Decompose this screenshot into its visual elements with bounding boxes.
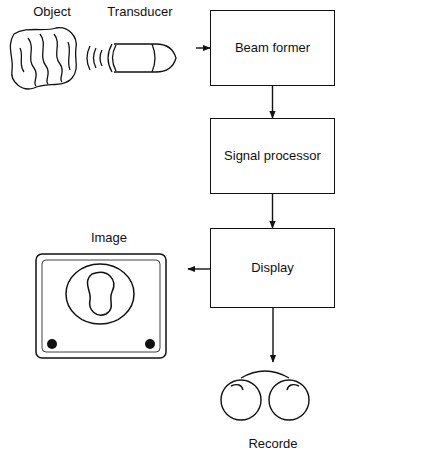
recorder-figure: Recorde bbox=[216, 362, 330, 454]
connector-arrow bbox=[272, 308, 273, 362]
process-box: Signal processor bbox=[210, 118, 335, 194]
figure-label: Recorde bbox=[216, 436, 330, 452]
figure-label: Object bbox=[2, 4, 102, 20]
object-figure: Object bbox=[2, 4, 102, 90]
figure-label: Transducer bbox=[84, 4, 196, 20]
object-figure-drawing bbox=[6, 24, 84, 90]
connector-arrow bbox=[272, 86, 273, 118]
monitor-figure-drawing bbox=[32, 252, 170, 362]
connector-arrow bbox=[272, 194, 273, 228]
figure-label: Image bbox=[30, 230, 188, 246]
monitor-figure: Image bbox=[30, 230, 188, 362]
connector-arrow bbox=[196, 47, 210, 48]
connector-arrow bbox=[188, 268, 210, 269]
recorder-figure-drawing bbox=[217, 364, 313, 426]
box-label: Signal processor bbox=[224, 148, 321, 164]
box-label: Beam former bbox=[235, 40, 310, 56]
box-label: Display bbox=[251, 260, 294, 276]
transducer-figure-drawing bbox=[86, 24, 178, 90]
process-box: Display bbox=[210, 228, 335, 308]
process-box: Beam former bbox=[210, 10, 335, 86]
transducer-figure: Transducer bbox=[84, 4, 196, 90]
